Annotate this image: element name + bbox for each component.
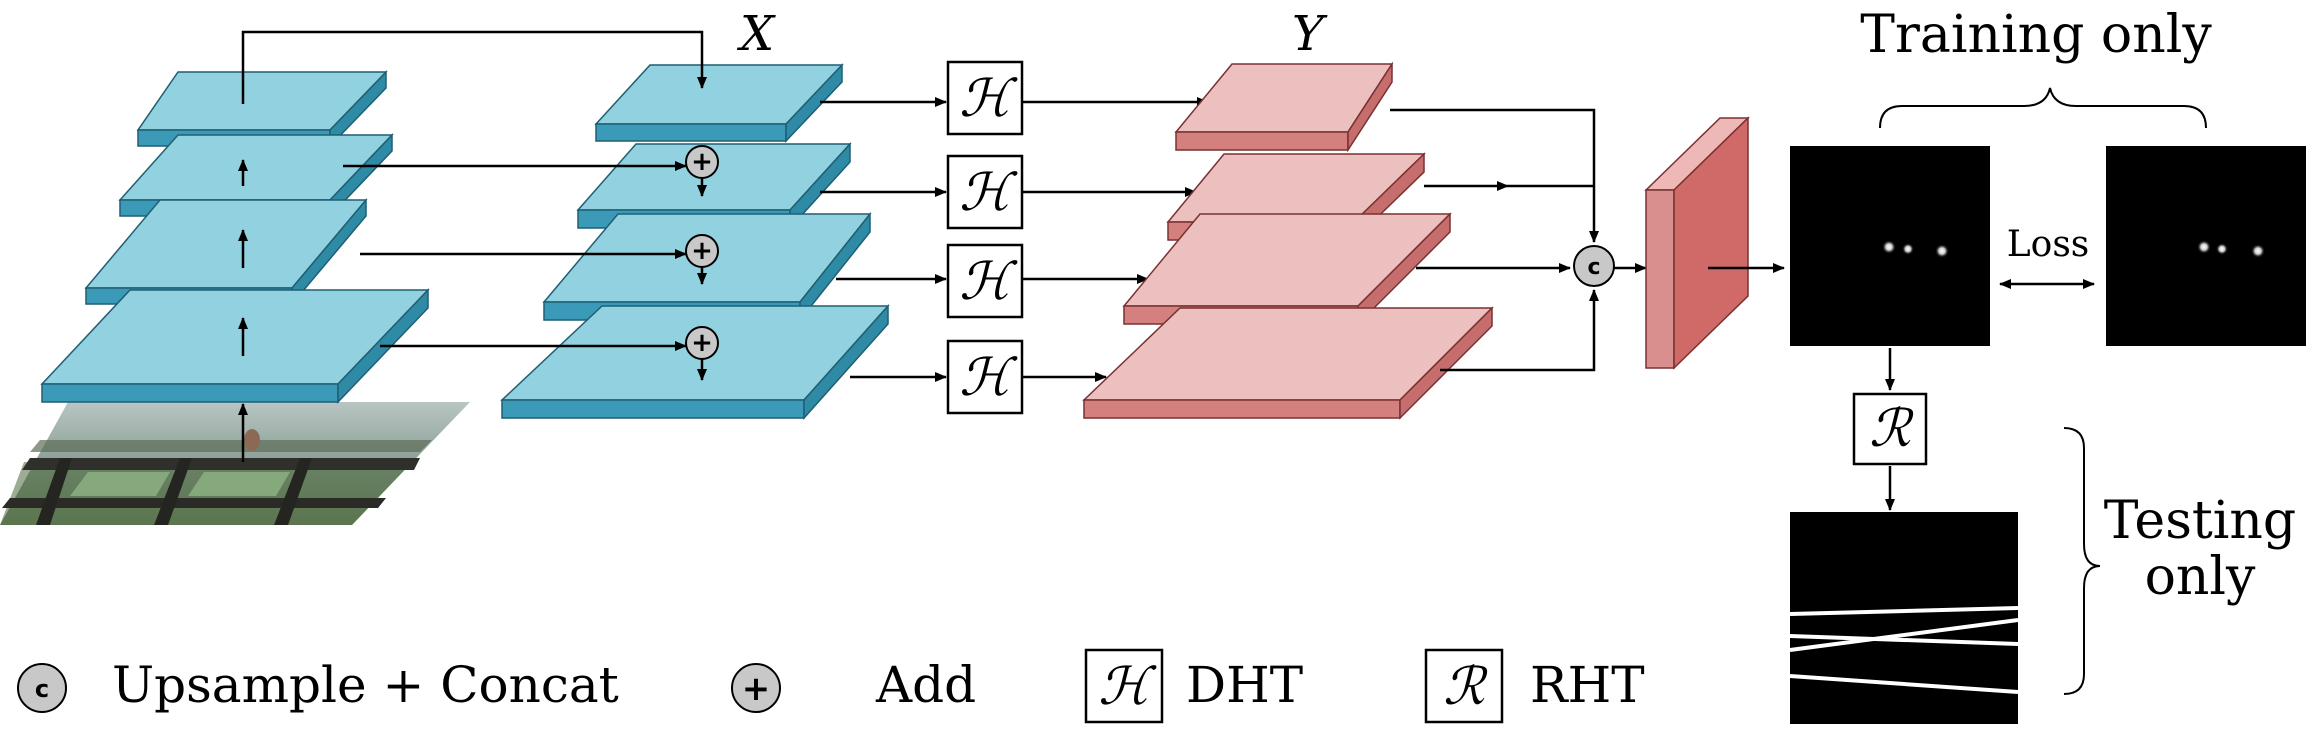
legend-dht-icon — [1084, 648, 1164, 724]
legend-add: + Add — [731, 656, 976, 714]
loss-label: Loss — [2007, 224, 2090, 265]
input-image — [0, 402, 470, 525]
svg-text:ℋ: ℋ — [1098, 657, 1157, 717]
x-label: X — [736, 6, 776, 62]
svg-text:+: + — [691, 236, 713, 266]
concat-connections — [1390, 108, 1647, 372]
svg-text:ℋ: ℋ — [959, 69, 1018, 129]
dht-box: ℋ — [946, 243, 1024, 319]
hough-layer-1 — [1174, 61, 1394, 153]
backbone-layer-1 — [136, 70, 388, 148]
svg-text:ℋ: ℋ — [959, 348, 1018, 408]
legend-rht-label: RHT — [1530, 656, 1645, 714]
add-node: + — [685, 145, 719, 179]
legend-add-label: Add — [875, 656, 976, 714]
testing-only-label-2: only — [2145, 547, 2256, 607]
predicted-heatmap — [1790, 146, 1990, 346]
y-label: Y — [1292, 6, 1328, 62]
fpn-layer-1 — [594, 63, 844, 143]
dht-connections — [820, 97, 1209, 382]
hough-layer-4 — [1082, 306, 1494, 420]
lateral-connections — [241, 30, 707, 381]
dht-box: ℋ — [946, 60, 1024, 136]
dht-box: ℋ — [946, 339, 1024, 415]
detected-lines-image — [1789, 512, 2019, 724]
add-node: + — [685, 326, 719, 360]
svg-text:+: + — [742, 669, 771, 709]
legend-rht-icon — [1424, 648, 1504, 724]
backbone-layer-4 — [40, 288, 430, 404]
training-only-label: Training only — [1860, 5, 2212, 65]
legend-concat-icon — [17, 663, 67, 713]
add-node: + — [685, 234, 719, 268]
testing-brace — [2063, 427, 2101, 695]
svg-text:c: c — [1587, 255, 1600, 280]
concat-feature-block — [1644, 116, 1750, 370]
dht-box: ℋ — [946, 154, 1024, 230]
svg-text:c: c — [35, 675, 49, 703]
fpn-layer-4 — [500, 304, 890, 420]
legend-dht-label: DHT — [1186, 656, 1303, 714]
svg-text:+: + — [691, 328, 713, 358]
concat-node: c — [1573, 245, 1615, 287]
legend-dht: ℋ DHT — [1084, 648, 1303, 724]
legend-add-icon — [731, 663, 781, 713]
svg-text:ℋ: ℋ — [959, 163, 1018, 223]
legend-concat: c Upsample + Concat — [17, 656, 619, 714]
legend-rht: ℛ RHT — [1424, 648, 1645, 724]
legend-concat-label: Upsample + Concat — [112, 656, 619, 714]
testing-only-label-1: Testing — [2104, 491, 2296, 551]
svg-text:+: + — [691, 147, 713, 177]
ground-truth-heatmap — [2106, 146, 2306, 346]
rht-box: ℛ — [1852, 392, 1928, 466]
svg-text:ℋ: ℋ — [959, 252, 1018, 312]
svg-text:ℛ: ℛ — [1443, 657, 1488, 717]
svg-text:ℛ: ℛ — [1869, 399, 1914, 459]
training-brace — [1879, 87, 2207, 129]
